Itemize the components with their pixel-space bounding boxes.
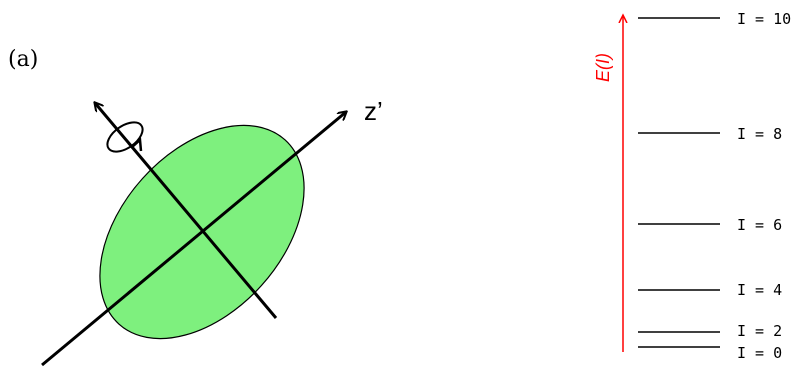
z-prime-axis-label: z’ [364, 96, 383, 126]
rotation-arrow-icon [106, 121, 144, 153]
level-label-i6: I = 6 [737, 216, 782, 234]
nucleus-ellipse [99, 124, 305, 340]
energy-axis-label: E(I) [593, 53, 613, 82]
rotation-axis [95, 103, 278, 319]
level-label-i10: I = 10 [737, 10, 791, 28]
panel-label: (a) [8, 47, 38, 72]
deformed-nucleus: z’ [41, 96, 383, 367]
energy-level-diagram: E(I) I = 10 I = 8 I = 6 I = 4 I = 2 I = … [593, 10, 791, 362]
level-label-i2: I = 2 [737, 322, 782, 340]
symmetry-axis-z-prime [41, 112, 346, 367]
level-label-i0: I = 0 [737, 344, 782, 362]
level-label-i4: I = 4 [737, 281, 782, 299]
level-label-i8: I = 8 [737, 125, 782, 143]
